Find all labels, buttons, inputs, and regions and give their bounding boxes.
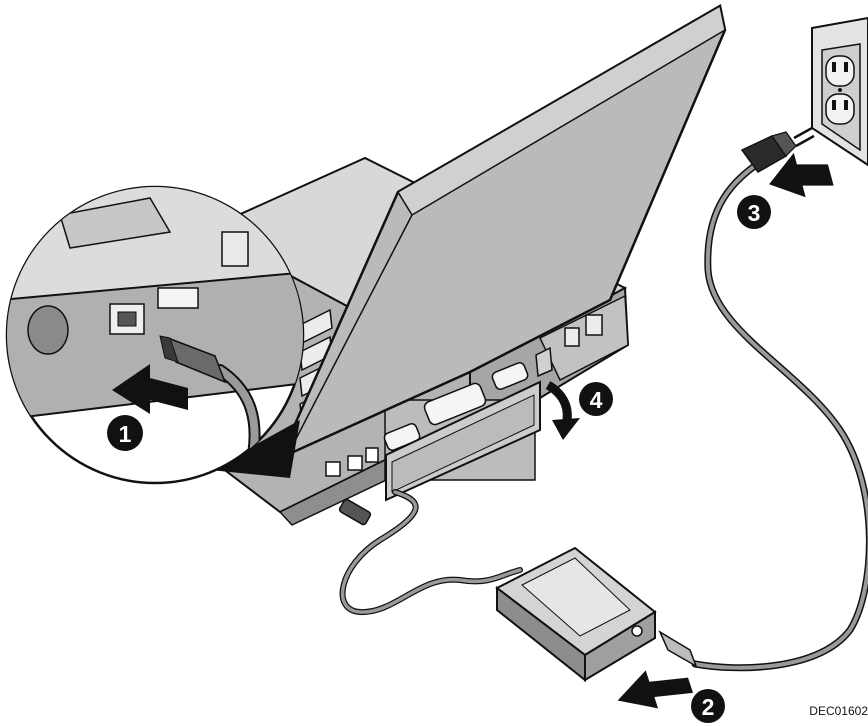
dc-cable (338, 489, 523, 616)
zoom-callout (5, 185, 305, 485)
outlet-receptacle-bottom (825, 93, 855, 125)
kbd-mouse-ports (535, 314, 603, 378)
step-badge-1: 1 (107, 415, 143, 451)
step-number-3: 3 (748, 200, 761, 226)
ac-plug (740, 126, 815, 173)
figure-code: DEC01602 (809, 704, 868, 718)
arrow-step-1 (112, 364, 188, 414)
vga-port (491, 362, 529, 390)
rear-connectors (383, 362, 541, 502)
wall-outlet (811, 16, 868, 167)
step-number-2: 2 (702, 694, 715, 720)
ac-adapter (495, 546, 698, 683)
step-number-1: 1 (119, 421, 132, 447)
arrow-step-3 (769, 152, 834, 198)
parallel-port (423, 382, 487, 426)
arrow-step-4 (545, 381, 580, 440)
zoomed-dc-in-port (109, 303, 145, 335)
ac-power-cord (691, 158, 868, 672)
step-badge-3: 3 (737, 195, 771, 229)
step-number-4: 4 (590, 387, 603, 413)
arrow-step-2 (617, 670, 693, 709)
step-badge-4: 4 (579, 382, 613, 416)
port-cover-door (385, 380, 541, 502)
step-badge-2: 2 (691, 689, 725, 723)
outlet-receptacle-top (825, 55, 855, 87)
